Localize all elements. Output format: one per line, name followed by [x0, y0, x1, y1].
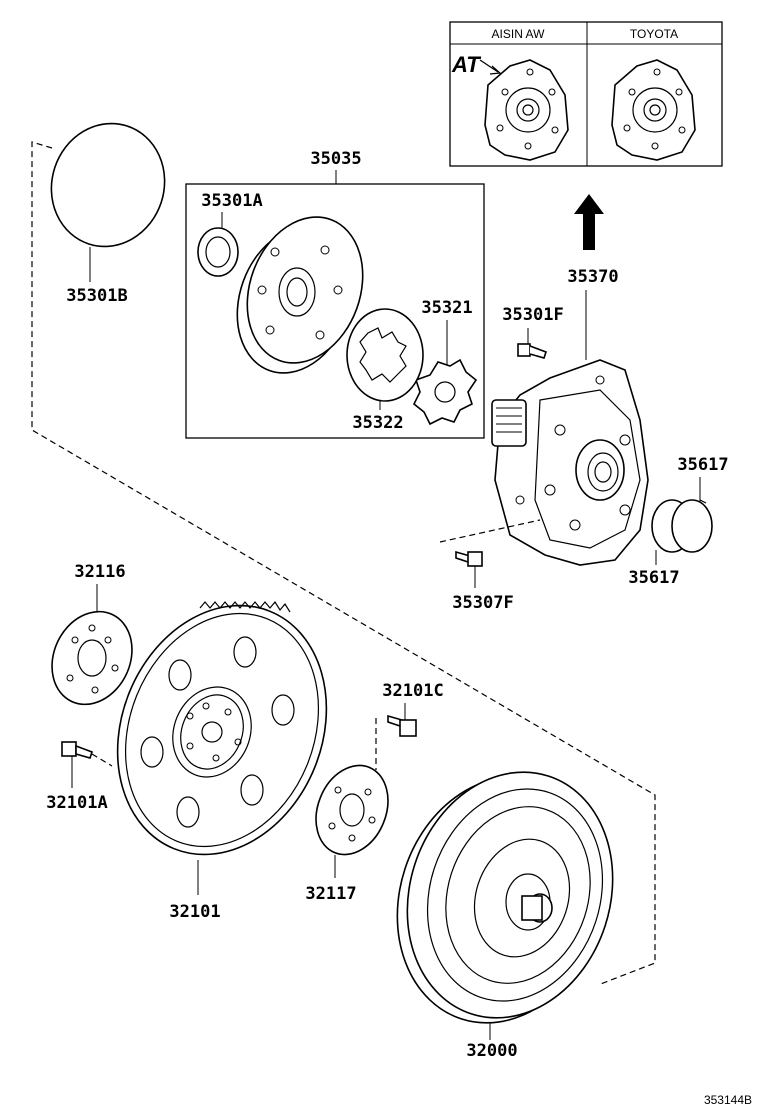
label-35370: 35370	[567, 267, 618, 287]
manufacturer-inset: AISIN AW TOYOTA AT	[449, 21, 723, 167]
label-32101A: 32101A	[46, 793, 107, 813]
bolt-35301F	[517, 343, 548, 359]
kit-box-35035	[185, 183, 485, 439]
diagram-code: 353144B	[704, 1093, 752, 1107]
driven-gear-35322	[346, 308, 424, 402]
label-35322: 35322	[352, 413, 403, 433]
at-mark: AT	[451, 52, 481, 77]
label-32101C: 32101C	[382, 681, 443, 701]
inset-header-toyota: TOYOTA	[630, 27, 678, 41]
bolt-32101A	[61, 741, 94, 759]
drive-gear-35321	[412, 358, 478, 426]
label-32117: 32117	[305, 884, 356, 904]
label-32116: 32116	[74, 562, 125, 582]
pump-cover-35035	[236, 216, 364, 374]
up-arrow-icon	[574, 194, 604, 250]
oil-seal-35301A	[197, 227, 239, 277]
bolt-32101C	[387, 714, 417, 737]
label-32101: 32101	[169, 902, 220, 922]
seal-rings-35617	[651, 499, 713, 553]
spacer-32116	[51, 610, 133, 706]
label-35301A: 35301A	[201, 191, 262, 211]
label-35301F: 35301F	[502, 305, 563, 325]
oil-pump-body-35370	[491, 359, 649, 566]
pump-body-aisin-icon	[484, 59, 569, 161]
label-32000: 32000	[466, 1041, 517, 1061]
o-ring-35301B	[50, 122, 166, 282]
label-35301B: 35301B	[66, 286, 127, 306]
inset-header-aisin: AISIN AW	[492, 27, 546, 41]
label-35321: 35321	[421, 298, 472, 318]
torque-converter-32000	[396, 771, 614, 1024]
bolt-35307F	[455, 550, 483, 567]
label-35617-bottom: 35617	[628, 568, 679, 588]
label-35035: 35035	[310, 149, 361, 169]
label-35307F: 35307F	[452, 593, 513, 613]
drive-plate-32101	[116, 600, 328, 856]
pump-body-toyota-icon	[611, 59, 696, 161]
spacer-32117	[315, 764, 389, 856]
label-35617-top: 35617	[677, 455, 728, 475]
